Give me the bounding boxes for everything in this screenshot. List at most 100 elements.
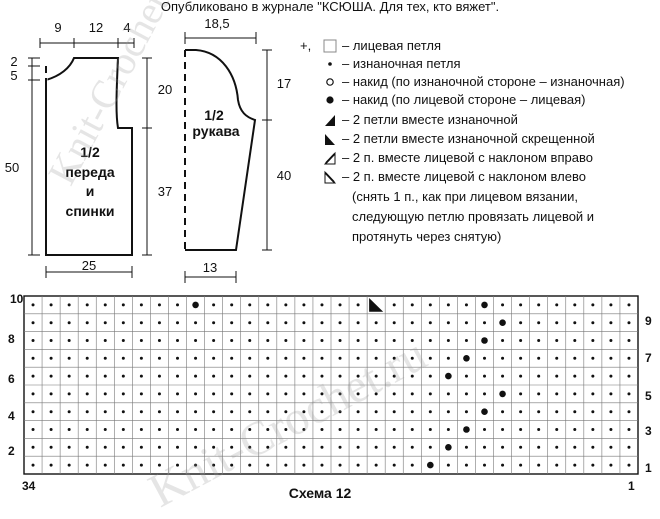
row-label-right-0: 9: [645, 314, 652, 328]
purl-dot: [356, 410, 360, 414]
purl-dot: [230, 445, 234, 449]
row-label-left-3: 4: [8, 409, 15, 423]
purl-dot: [428, 339, 432, 342]
legend-plus-prefix: +,: [300, 38, 312, 53]
purl-dot: [591, 303, 595, 307]
body-label: 1/2 переда и спинки: [65, 144, 114, 219]
purl-dot: [212, 445, 216, 449]
purl-dot: [609, 410, 613, 414]
purl-dot: [31, 339, 35, 342]
purl-dot: [31, 463, 35, 467]
purl-dot: [157, 463, 161, 467]
purl-dot: [212, 339, 216, 342]
purl-dot: [519, 410, 523, 414]
yarn-over-filled: [463, 355, 470, 362]
purl-dot: [392, 374, 396, 378]
purl-dot: [446, 463, 450, 467]
purl-dot: [103, 339, 107, 342]
purl-dot: [302, 410, 306, 414]
purl-dot: [248, 374, 252, 378]
purl-dot: [85, 392, 89, 396]
purl-dot: [67, 303, 71, 307]
purl-dot: [627, 428, 631, 431]
purl-dot: [103, 392, 107, 396]
purl-dot: [464, 463, 468, 467]
purl-dot: [374, 339, 378, 342]
purl-dot: [212, 410, 216, 414]
purl-dot: [446, 428, 450, 431]
purl-dot: [483, 392, 486, 396]
purl-dot: [519, 392, 523, 396]
purl-dot: [67, 392, 71, 396]
purl-dot: [338, 410, 342, 414]
purl-dot: [194, 392, 198, 396]
purl-dot: [374, 321, 378, 325]
purl-dot: [555, 339, 559, 342]
purl-dot: [356, 463, 360, 467]
purl-dot: [464, 321, 468, 325]
yarn-over-filled: [499, 319, 506, 326]
purl-dot: [537, 321, 541, 325]
purl-dot: [230, 392, 234, 396]
dim-right-lower: 37: [158, 184, 172, 199]
purl-dot: [194, 339, 198, 342]
purl-dot: [121, 463, 125, 467]
purl-dot: [519, 428, 523, 431]
purl-dot: [103, 428, 107, 431]
purl-dot: [284, 303, 288, 307]
purl-dot: [338, 445, 342, 449]
purl-dot: [374, 445, 378, 449]
purl-dot: [392, 410, 396, 414]
purl-dot: [67, 321, 71, 325]
purl-dot: [157, 303, 161, 307]
purl-dot: [374, 463, 378, 467]
purl-dot-icon: [328, 62, 332, 66]
purl-dot: [103, 356, 107, 360]
purl-dot: [428, 392, 432, 396]
purl-dot: [483, 374, 486, 378]
purl-dot: [573, 428, 577, 431]
row-label-left-1: 8: [8, 332, 15, 346]
purl-dot: [121, 339, 125, 342]
purl-dot: [212, 392, 216, 396]
purl-dot: [157, 445, 161, 449]
purl-dot: [374, 392, 378, 396]
purl-dot: [410, 374, 414, 378]
purl-dot: [284, 392, 288, 396]
purl-dot: [627, 463, 631, 467]
sleeve-label-line-2: рукава: [192, 123, 239, 139]
purl-dot: [464, 339, 468, 342]
dim-sleeve-top: 18,5: [204, 16, 229, 31]
purl-dot: [248, 303, 252, 307]
purl-dot: [49, 410, 53, 414]
purl-dot: [501, 303, 505, 307]
dim-bottom: 25: [82, 258, 96, 273]
chart-title: Схема 12: [289, 485, 352, 500]
purl-dot: [392, 339, 396, 342]
sleeve-label-line-1: 1/2: [204, 107, 224, 123]
body-piece: [44, 57, 133, 256]
purl-dot: [194, 321, 198, 325]
purl-dot: [609, 356, 613, 360]
purl-dot: [320, 374, 324, 378]
purl-dot: [555, 356, 559, 360]
purl-dot: [230, 428, 234, 431]
purl-dot: [212, 356, 216, 360]
body-dimension-labels: 9 12 4 2 5 50 20 37 25: [5, 20, 172, 273]
purl-dot: [284, 374, 288, 378]
purl-dot: [320, 410, 324, 414]
purl-dot: [627, 410, 631, 414]
purl-dot: [176, 463, 179, 467]
purl-dot: [374, 374, 378, 378]
purl-dot: [356, 303, 360, 307]
purl-dot: [248, 356, 252, 360]
purl-dot: [591, 374, 595, 378]
purl-dot: [573, 303, 577, 307]
purl-dot: [67, 445, 71, 449]
yarn-over-filled: [463, 426, 470, 433]
purl-dot: [212, 303, 216, 307]
sleeve-piece: [184, 49, 257, 251]
yarn-over-filled: [192, 301, 199, 309]
purl-dot: [230, 356, 234, 360]
sleeve-outline: [185, 49, 257, 251]
